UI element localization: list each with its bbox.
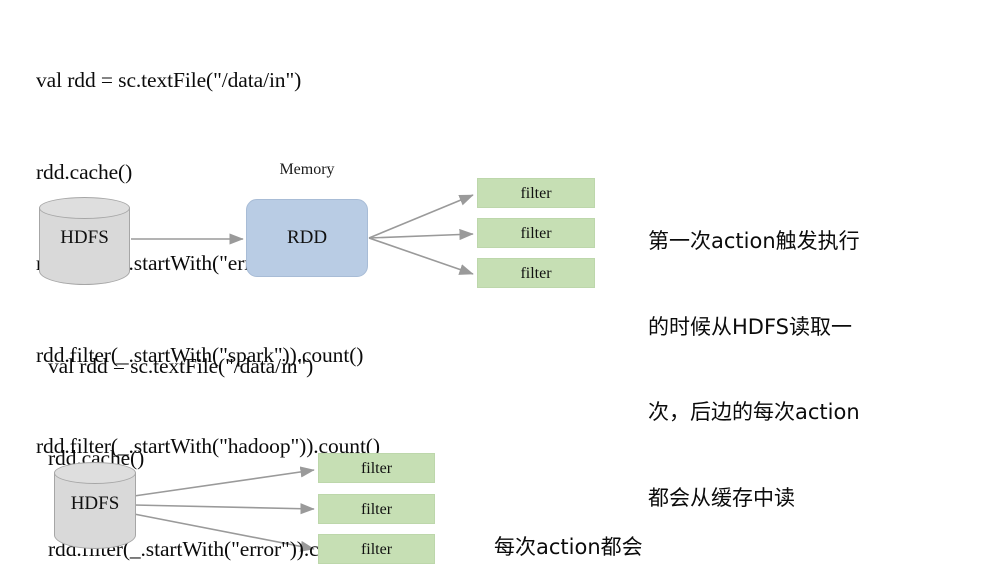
arrow-rdd-to-filter-1	[368, 228, 474, 241]
hdfs-label: HDFS	[70, 493, 120, 514]
code-line: val rdd = sc.textFile("/data/in")	[36, 68, 302, 92]
annotation-cached-read: 第一次action触发执行 的时候从HDFS读取一 次，后边的每次action …	[648, 170, 908, 569]
memory-caption: Memory	[279, 161, 335, 178]
filter-label: filter	[520, 185, 552, 202]
filter-node: filter	[318, 453, 435, 483]
code-line: rdd.filter(_.startWith("spark")).count()	[36, 342, 364, 367]
annotation-line: 次，后边的每次action	[648, 400, 860, 424]
annotation-line: 第一次action触发执行	[648, 229, 860, 253]
filter-label: filter	[360, 501, 393, 518]
annotation-line: 的时候从HDFS读取一	[648, 314, 853, 339]
arrow-rdd-to-filter-2	[368, 237, 474, 275]
arrow-rdd-to-filter-0	[368, 194, 474, 239]
cylinder-body	[54, 473, 136, 549]
cylinder-body	[39, 208, 130, 285]
cylinder-top-ellipse	[54, 462, 136, 484]
hdfs-cylinder-top: HDFS	[39, 197, 130, 285]
code-line: rdd.cache()	[36, 159, 133, 184]
rdd-node: RDD	[246, 199, 368, 277]
rdd-label: RDD	[286, 227, 328, 248]
filter-label: filter	[360, 460, 393, 477]
filter-node: filter	[318, 494, 435, 524]
filter-node: filter	[477, 258, 595, 288]
hdfs-cylinder-bottom: HDFS	[54, 462, 136, 549]
annotation-direct-read: 每次action都会 从HDFS中读	[494, 476, 714, 569]
filter-label: filter	[520, 265, 552, 282]
filter-node: filter	[477, 218, 595, 248]
filter-label: filter	[520, 225, 552, 242]
cylinder-top-ellipse	[39, 197, 130, 219]
filter-node: filter	[318, 534, 435, 564]
filter-label: filter	[360, 541, 393, 558]
annotation-line: 每次action都会	[494, 535, 643, 559]
annotation-line: 都会从缓存中读	[648, 485, 795, 510]
hdfs-label: HDFS	[60, 227, 109, 248]
filter-node: filter	[477, 178, 595, 208]
code-line: val rdd = sc.textFile("/data/in")	[48, 354, 314, 378]
